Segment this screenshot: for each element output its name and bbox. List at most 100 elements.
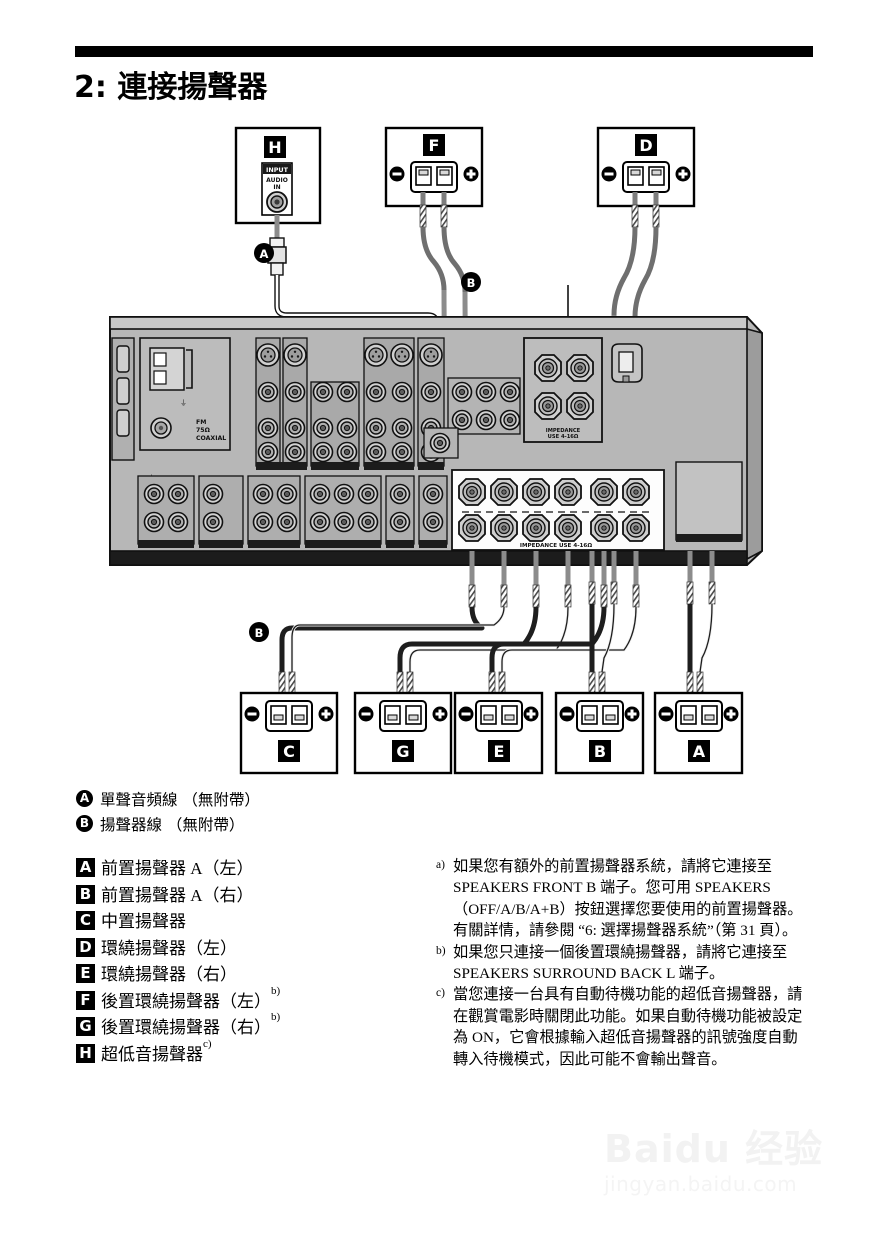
footnote-b-marker: b) (436, 944, 446, 957)
svg-text:A: A (260, 247, 269, 261)
svg-text:B: B (594, 742, 606, 761)
key-marker-g-icon: G (76, 1017, 95, 1036)
list-item: G 後置環繞揚聲器（右） b) (76, 1012, 416, 1044)
connection-diagram: H INPUT AUDIO IN F (0, 110, 875, 790)
footnote-a-text: 如果您有額外的前置揚聲器系統，請將它連接至 SPEAKERS FRONT B 端… (453, 858, 803, 940)
binding-posts-upper: IMPEDANCE USE 4-16Ω (523, 337, 603, 443)
cable-legend: A 單聲音頻線 （無附帶） B 揚聲器線 （無附帶） (76, 786, 260, 836)
receiver-rear-panel: FM 75Ω COAXIAL ⏚ ⏚ (109, 316, 763, 566)
device-box-f: F (384, 126, 484, 208)
key-marker-f-icon: F (76, 990, 95, 1010)
cable-b-speaker (588, 551, 618, 695)
watermark: Baidu 经验 jingyan.baidu.com (604, 1128, 866, 1204)
footnote-b-text: 如果您只連接一個後置環繞揚聲器，請將它連接至 SPEAKERS SURROUND… (453, 943, 788, 983)
jack-bank-lower-left (137, 475, 448, 548)
key-label-d: 環繞揚聲器（左） (101, 938, 237, 958)
terminal-plus-d (675, 166, 691, 182)
jack-cluster-2 (310, 381, 360, 470)
cable-marker-b-bottom: B (249, 622, 269, 642)
svg-text:IN: IN (273, 184, 280, 191)
device-box-g: G (353, 691, 453, 775)
legend-marker-b-icon: B (76, 815, 93, 832)
legend-label-a: 單聲音頻線 （無附帶） (100, 790, 260, 809)
diagram-svg: H INPUT AUDIO IN F (109, 126, 763, 775)
device-box-h: H INPUT AUDIO IN (234, 126, 322, 225)
terminal-minus-e (458, 706, 474, 722)
footnote-c-marker: c) (436, 987, 445, 1000)
legend-marker-a-icon: A (76, 790, 93, 807)
speaker-key-list: A 前置揚聲器 A（左） B 前置揚聲器 A（右） C 中置揚聲器 D 環繞揚聲… (76, 858, 416, 1070)
terminal-plus-f (463, 166, 479, 182)
key-marker-e-icon: E (76, 964, 95, 983)
footnote-a-marker: a) (436, 859, 445, 871)
footnote-c-text: 當您連接一台具有自動待機功能的超低音揚聲器，請在觀賞電影時關閉此功能。如果自動待… (453, 986, 803, 1068)
cable-a-speaker (686, 551, 716, 695)
legend-item: A 單聲音頻線 （無附帶） (76, 786, 260, 811)
cable-e-speaker (488, 551, 640, 695)
list-item: D 環繞揚聲器（左） (76, 937, 416, 965)
terminal-plus-b (624, 706, 640, 722)
svg-text:H: H (268, 138, 281, 157)
key-marker-b-icon: B (76, 884, 95, 904)
cable-g-speaker (396, 551, 572, 695)
footnote-b: b) 如果您只連接一個後置環繞揚聲器，請將它連接至 SPEAKERS SURRO… (436, 942, 808, 985)
list-item: C 中置揚聲器 (76, 911, 416, 938)
key-marker-a-icon: A (76, 858, 95, 877)
key-marker-c-icon: C (76, 911, 95, 930)
svg-text:FM: FM (196, 419, 206, 426)
key-label-b: 前置揚聲器 A（右） (101, 885, 254, 905)
svg-text:C: C (283, 742, 295, 761)
cable-c-speaker (278, 551, 508, 695)
device-box-d: D (596, 126, 696, 208)
terminal-minus-d (601, 166, 617, 182)
device-box-e: E (453, 691, 544, 775)
footnote-a: a) 如果您有額外的前置揚聲器系統，請將它連接至 SPEAKERS FRONT … (436, 856, 808, 942)
jack-cluster-3 (363, 337, 415, 470)
device-box-a: A (653, 691, 744, 775)
ac-inlet (611, 343, 643, 383)
key-marker-h-icon: H (76, 1043, 95, 1063)
terminal-minus-a (658, 706, 674, 722)
terminal-plus-e (523, 706, 539, 722)
legend-label-b: 揚聲器線 （無附帶） (100, 815, 245, 834)
svg-text:F: F (429, 136, 440, 155)
key-label-g: 後置環繞揚聲器（右） (101, 1018, 271, 1037)
header-rule (75, 46, 813, 57)
svg-text:G: G (396, 742, 409, 761)
svg-text:B: B (467, 276, 476, 290)
svg-text:IMPEDANCE USE 4-16Ω: IMPEDANCE USE 4-16Ω (520, 543, 592, 549)
svg-text:INPUT: INPUT (266, 166, 289, 174)
jack-cluster-1 (255, 337, 308, 470)
svg-text:B: B (255, 626, 264, 640)
legend-item: B 揚聲器線 （無附帶） (76, 811, 260, 836)
cable-marker-b-top: B (461, 272, 481, 292)
key-label-c: 中置揚聲器 (101, 912, 186, 931)
svg-text:⏚: ⏚ (180, 399, 187, 407)
watermark-sub: jingyan.baidu.com (604, 1172, 798, 1196)
jack-subwoofer-out (423, 427, 459, 459)
terminal-plus-g (432, 706, 448, 722)
list-item: B 前置揚聲器 A（右） (76, 884, 416, 912)
binding-posts-main: IMPEDANCE USE 4-16Ω (451, 469, 665, 551)
terminal-minus-b (559, 706, 575, 722)
cable-marker-a: A (254, 243, 274, 263)
watermark-main: Baidu 经验 (604, 1127, 824, 1171)
svg-text:USE 4-16Ω: USE 4-16Ω (548, 434, 579, 440)
terminal-minus-f (389, 166, 405, 182)
jack-cluster-5 (447, 377, 521, 435)
list-item: A 前置揚聲器 A（左） (76, 858, 416, 885)
device-box-c: C (239, 691, 339, 775)
device-box-b: B (554, 691, 645, 775)
page-title: 2: 連接揚聲器 (74, 70, 268, 105)
key-label-e: 環繞揚聲器（右） (101, 965, 237, 984)
list-item: E 環繞揚聲器（右） (76, 964, 416, 991)
key-label-h: 超低音揚聲器 (101, 1044, 203, 1064)
key-marker-d-icon: D (76, 937, 95, 957)
footnote-c: c) 當您連接一台具有自動待機功能的超低音揚聲器，請在觀賞電影時關閉此功能。如果… (436, 984, 808, 1070)
svg-text:IMPEDANCE: IMPEDANCE (546, 428, 581, 434)
terminal-plus-a (723, 706, 739, 722)
terminal-minus-g (358, 706, 374, 722)
key-label-f: 後置環繞揚聲器（左） (101, 991, 271, 1011)
list-item: H 超低音揚聲器 c) (76, 1038, 416, 1071)
